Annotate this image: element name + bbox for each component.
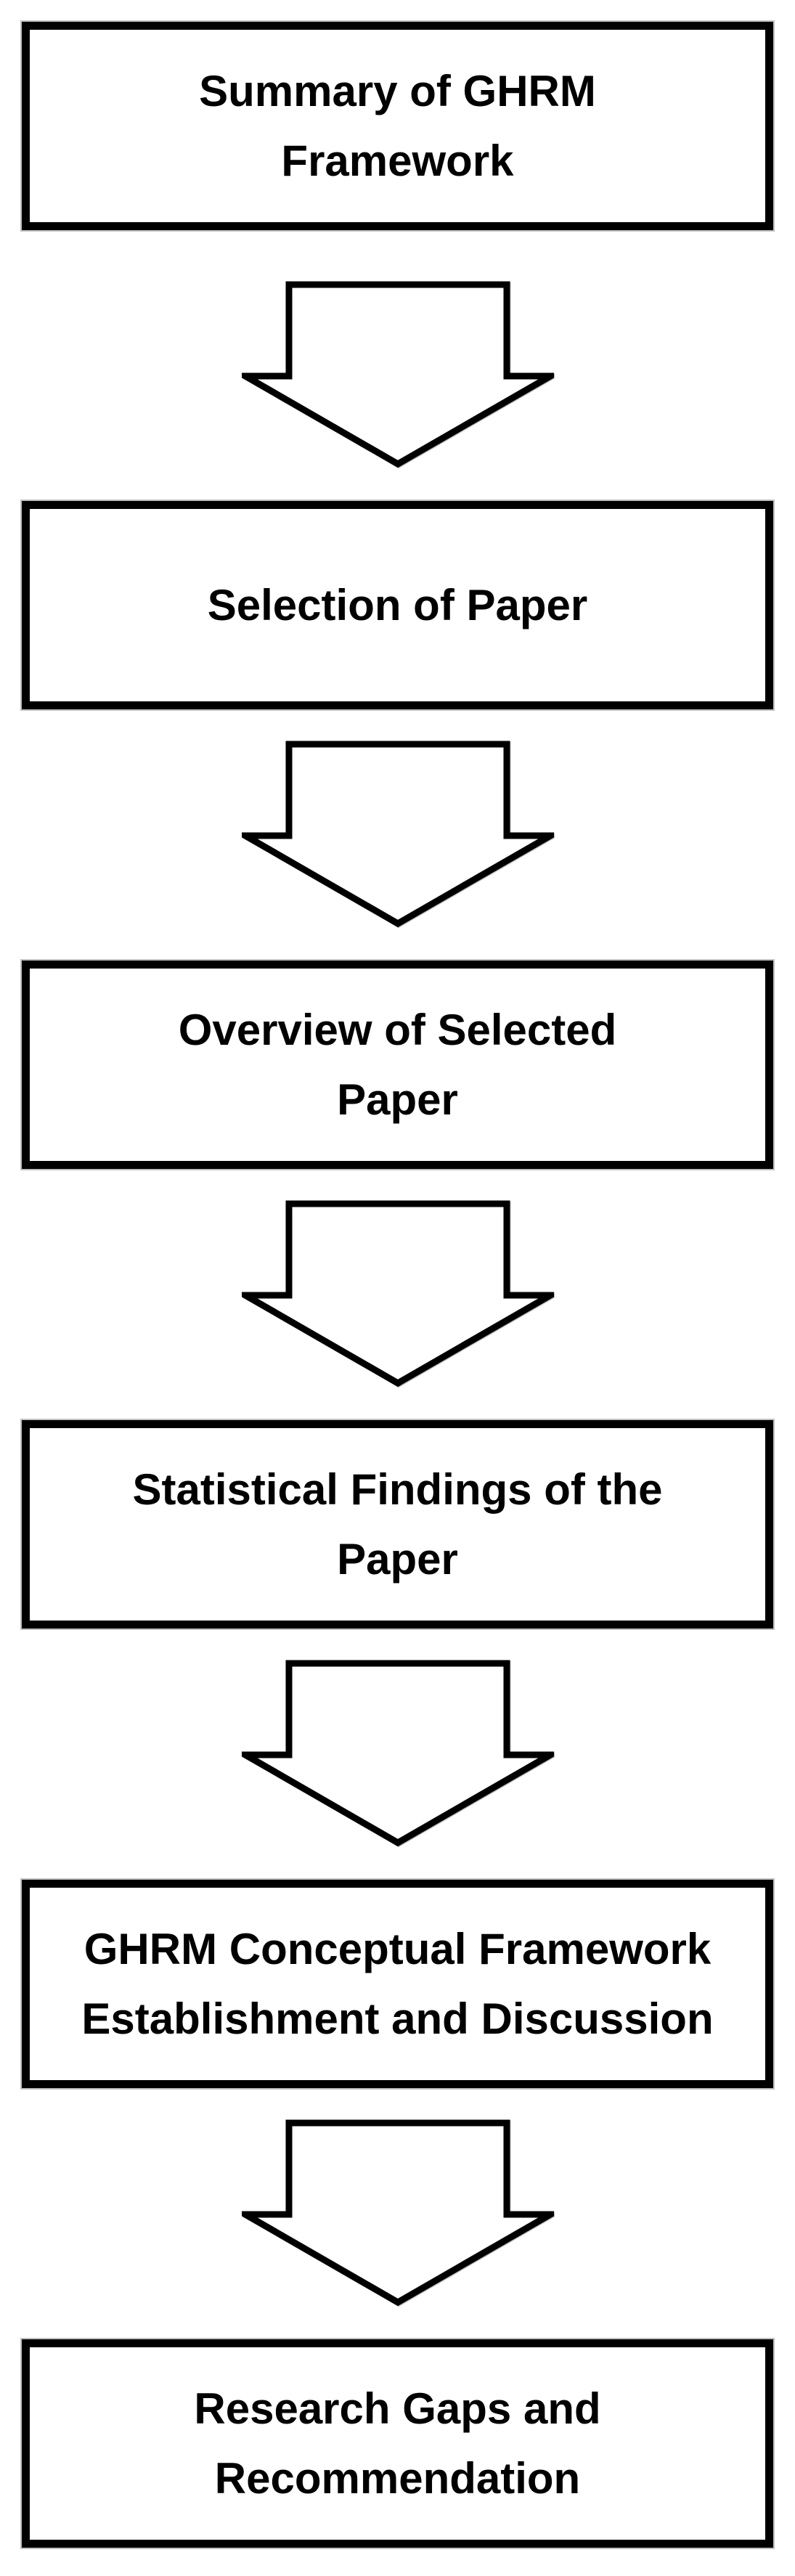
down-arrow-icon <box>241 281 554 468</box>
step-ghrm-conceptual-framework-establishment: GHRM Conceptual Framework Establishment … <box>20 1878 775 2090</box>
step-label: Selection of Paper <box>207 580 588 629</box>
step-overview-of-selected-paper: Overview of Selected Paper <box>20 959 775 1170</box>
step-statistical-findings-of-paper: Statistical Findings of the Paper <box>20 1419 775 1630</box>
down-arrow-icon <box>241 1660 554 1847</box>
step-selection-of-paper: Selection of Paper <box>20 500 775 711</box>
down-arrow-icon <box>241 2119 554 2307</box>
down-arrow-icon <box>241 1200 554 1387</box>
down-arrow-icon <box>241 741 554 928</box>
step-label: Statistical Findings of the Paper <box>132 1464 663 1583</box>
step-label: GHRM Conceptual Framework Establishment … <box>81 1924 714 2043</box>
step-label: Overview of Selected Paper <box>178 1005 617 1124</box>
step-label: Summary of GHRM Framework <box>199 66 596 185</box>
step-research-gaps-and-recommendation: Research Gaps and Recommendation <box>20 2338 775 2549</box>
step-label: Research Gaps and Recommendation <box>194 2384 601 2503</box>
step-summary-of-ghrm-framework: Summary of GHRM Framework <box>20 20 775 232</box>
